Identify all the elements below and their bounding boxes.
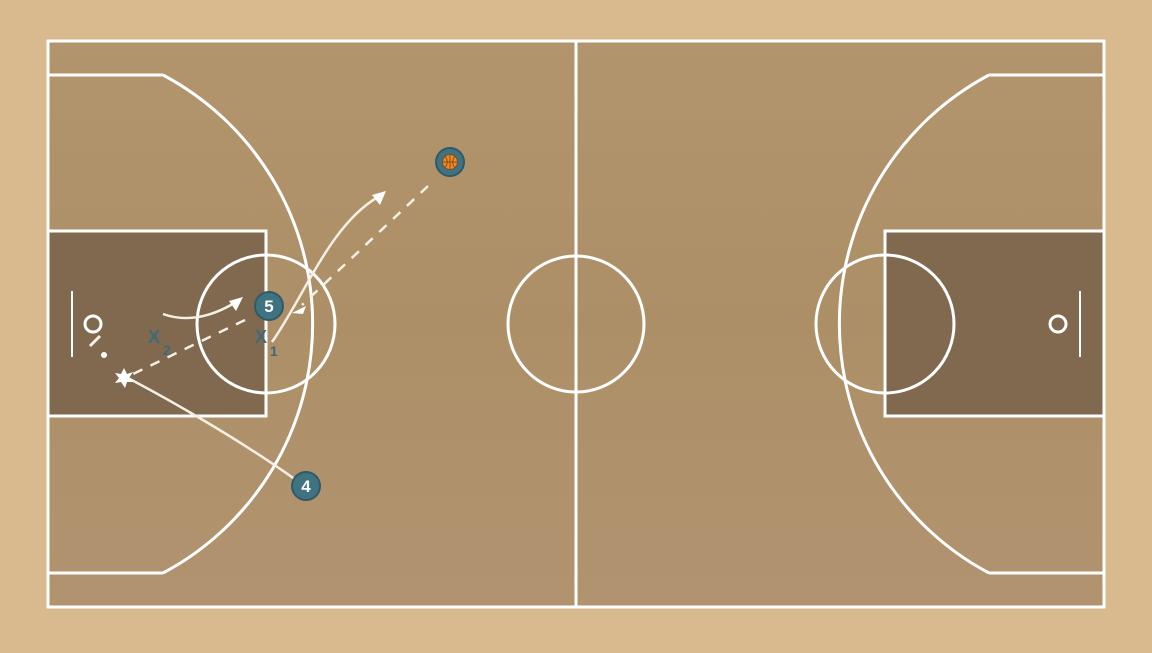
right-three-point-arc xyxy=(837,73,990,575)
left-free-throw-circle xyxy=(195,253,337,395)
player-5[interactable]: 5 xyxy=(254,291,284,321)
left-hoop xyxy=(83,314,103,334)
arrow-cut-1 xyxy=(372,191,386,205)
defender-number: 1 xyxy=(270,343,278,359)
left-three-point-arc xyxy=(162,73,315,575)
player-token xyxy=(291,471,321,501)
right-lane-lines xyxy=(883,229,1106,418)
court-lines xyxy=(46,39,1106,609)
cut-path-2 xyxy=(162,300,237,320)
screen-mark xyxy=(88,334,102,348)
left-paint xyxy=(48,231,266,416)
shot-burst-icon xyxy=(115,368,134,388)
cut-path-1 xyxy=(270,195,379,343)
arrow-pass-1 xyxy=(292,306,306,314)
defender-1[interactable]: X 1 xyxy=(255,327,278,359)
player-token xyxy=(254,291,284,321)
ball-handler[interactable] xyxy=(435,147,465,177)
ball-dot xyxy=(101,352,107,358)
defender-mark: X xyxy=(148,327,160,347)
defender-mark: X xyxy=(255,327,267,347)
pass-path-1 xyxy=(301,185,429,306)
arrow-cut-2 xyxy=(229,297,243,311)
right-paint xyxy=(885,231,1104,416)
basketball-icon xyxy=(442,154,458,170)
arrowheads xyxy=(101,191,386,358)
pass-path-2 xyxy=(130,318,246,377)
player-number: 5 xyxy=(264,297,273,316)
left-lane-lines xyxy=(46,229,268,418)
right-hoop xyxy=(1048,314,1068,334)
center-circle xyxy=(506,254,646,394)
right-free-throw-circle xyxy=(814,253,956,395)
player-4[interactable]: 4 xyxy=(291,471,321,501)
cut-path-4 xyxy=(125,375,297,482)
play-paths xyxy=(88,185,429,482)
defender-number: 2 xyxy=(163,342,171,358)
player-number: 4 xyxy=(301,477,311,496)
defender-2[interactable]: X 2 xyxy=(148,327,171,358)
